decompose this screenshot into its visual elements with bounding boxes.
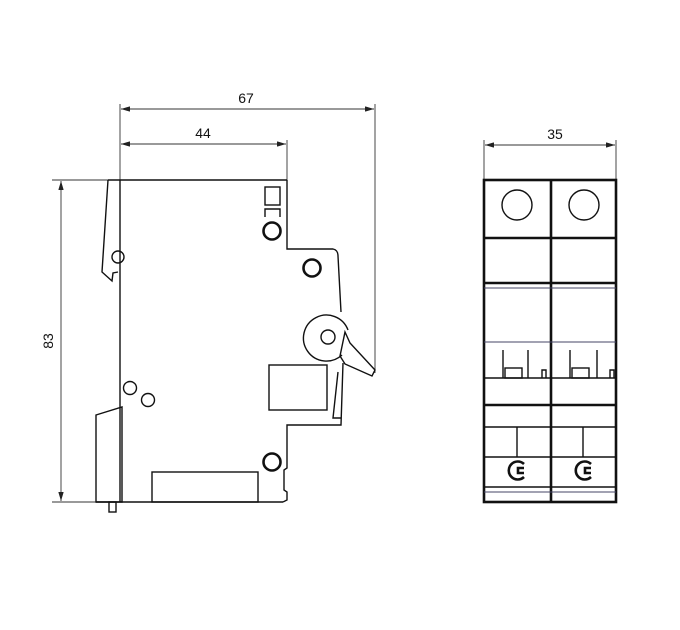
breaker-body-front xyxy=(482,178,618,504)
terminal-hole-2 xyxy=(568,189,600,221)
dim-label-44: 44 xyxy=(195,125,211,141)
c-curve-symbol xyxy=(574,460,592,481)
terminal-hole-1 xyxy=(501,189,533,221)
terminal-screw xyxy=(262,452,282,472)
dim-label-35: 35 xyxy=(547,126,563,142)
breaker-body-side xyxy=(95,179,376,513)
dimension-83: 83 xyxy=(40,179,108,503)
dimension-44: 44 xyxy=(121,125,288,180)
side-view: 67 44 83 xyxy=(40,90,376,513)
dimension-35: 35 xyxy=(483,126,617,180)
front-view: 35 xyxy=(482,126,618,504)
screw-hole xyxy=(111,250,125,264)
terminal-screw xyxy=(262,221,282,241)
rivet xyxy=(140,392,156,408)
label-window xyxy=(268,364,328,411)
c-curve-symbol xyxy=(507,460,525,481)
terminal-screw xyxy=(302,258,322,278)
rivet xyxy=(122,380,138,396)
toggle-pole-2 xyxy=(569,350,615,379)
dimension-67: 67 xyxy=(119,90,376,373)
dim-label-83: 83 xyxy=(40,333,56,349)
dim-label-67: 67 xyxy=(238,90,254,106)
toggle-knob xyxy=(302,314,376,377)
toggle-pole-1 xyxy=(502,350,547,379)
